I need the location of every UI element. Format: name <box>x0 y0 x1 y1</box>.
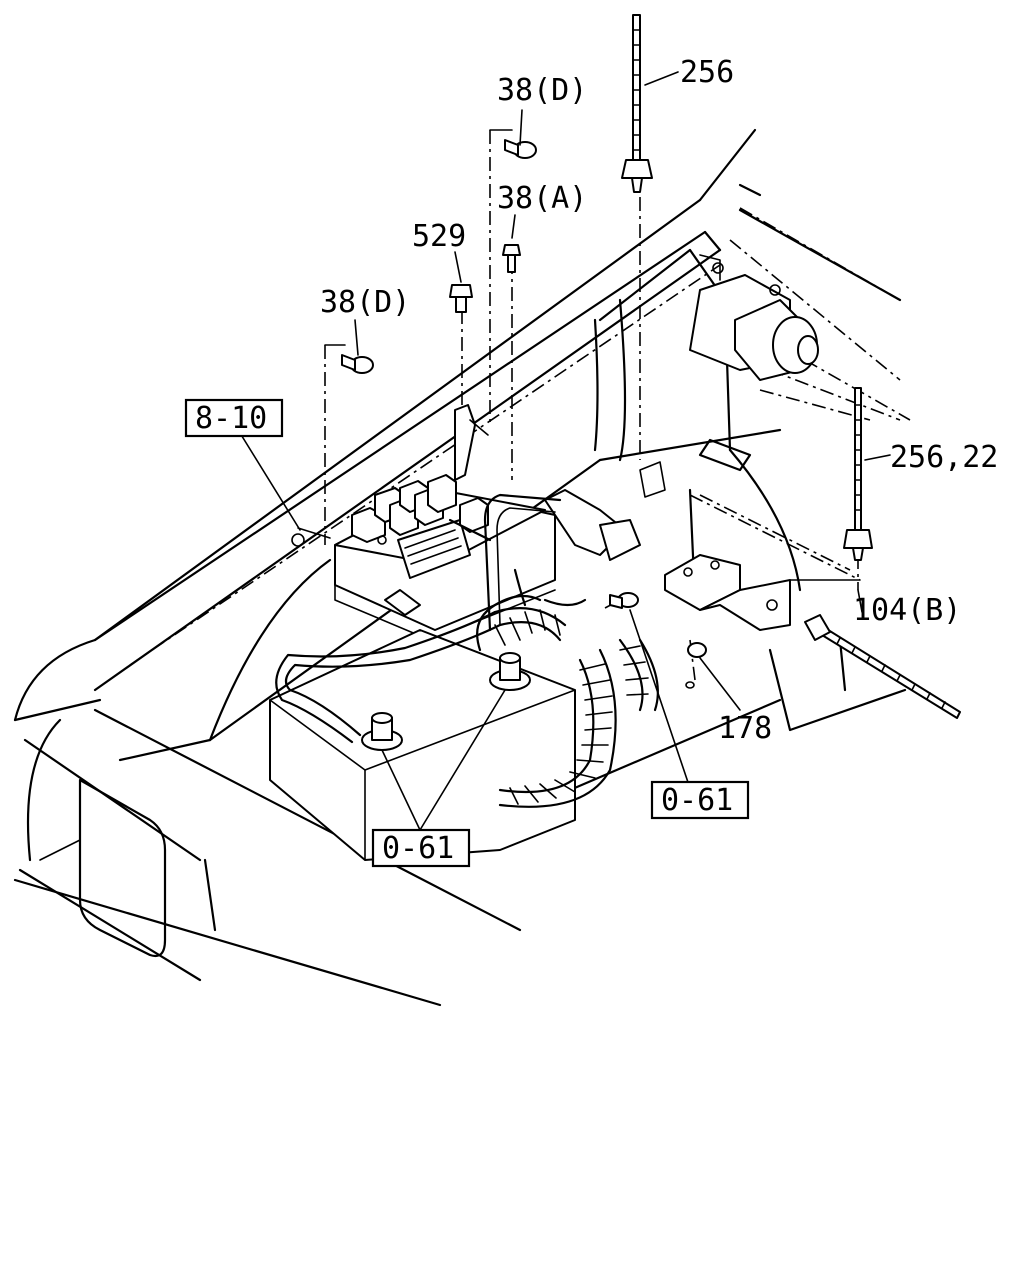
callout-38d-left: 38(D) <box>320 285 410 320</box>
ref-0-61-bolt-label: 0-61 <box>661 783 733 818</box>
cable-tie-256-22 <box>843 387 873 561</box>
bolt-0-61 <box>609 592 639 609</box>
wiper-motor <box>689 254 819 381</box>
battery <box>269 629 576 861</box>
bracket <box>664 554 791 631</box>
wire-harness <box>275 493 659 808</box>
cable-tie-104b <box>804 614 961 719</box>
callout-256-22: 256,22 <box>890 440 998 475</box>
ref-box-8-10: 8-10 <box>184 398 284 438</box>
ref-8-10-label: 8-10 <box>195 401 267 436</box>
ref-0-61-battery-label: 0-61 <box>382 831 454 866</box>
bolt-38a <box>502 244 521 273</box>
ref-box-0-61-bolt: 0-61 <box>650 780 750 820</box>
plug-178 <box>685 642 707 689</box>
callout-38a: 38(A) <box>497 181 587 216</box>
callout-178: 178 <box>718 711 772 746</box>
ref-box-0-61-battery: 0-61 <box>371 828 471 868</box>
bolt-38d-left <box>341 354 374 374</box>
dashed-reference-lines <box>129 130 911 681</box>
bolt-38d-top <box>504 139 537 159</box>
cable-tie-256-top <box>621 14 653 193</box>
bolt-529 <box>449 284 473 313</box>
callout-104b: 104(B) <box>853 593 961 628</box>
callout-529: 529 <box>412 219 466 254</box>
relay-box <box>334 404 641 641</box>
callout-38d-top: 38(D) <box>497 73 587 108</box>
callout-256-top: 256 <box>680 55 734 90</box>
